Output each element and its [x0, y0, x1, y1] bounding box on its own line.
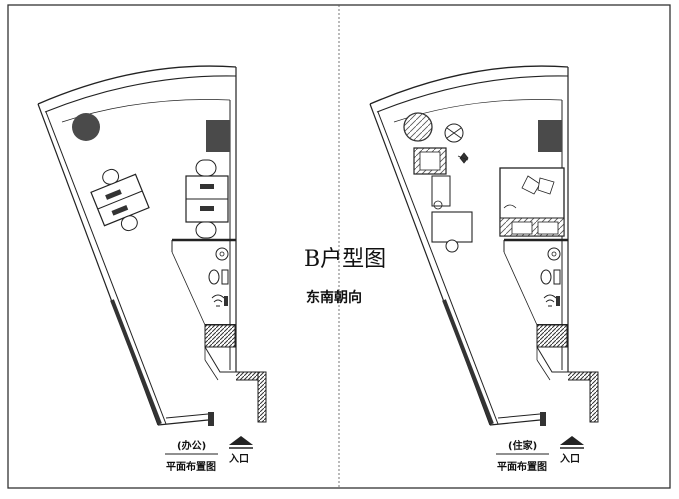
office-mode-label: (办公) [177, 441, 207, 452]
office-entrance-arrow-icon [229, 436, 253, 449]
home-mode-label: (住家) [508, 441, 538, 452]
home-floor-plan [368, 64, 600, 428]
plan-title: B户型图 [304, 247, 387, 272]
office-floor-plan [36, 64, 268, 428]
home-entrance-arrow-icon [560, 436, 584, 449]
office-entrance-label: 入口 [229, 454, 249, 465]
home-entrance-label: 入口 [560, 454, 580, 465]
home-caption: 平面布置图 [497, 462, 547, 473]
plan-orientation: 东南朝向 [306, 290, 362, 306]
office-caption: 平面布置图 [166, 462, 216, 473]
